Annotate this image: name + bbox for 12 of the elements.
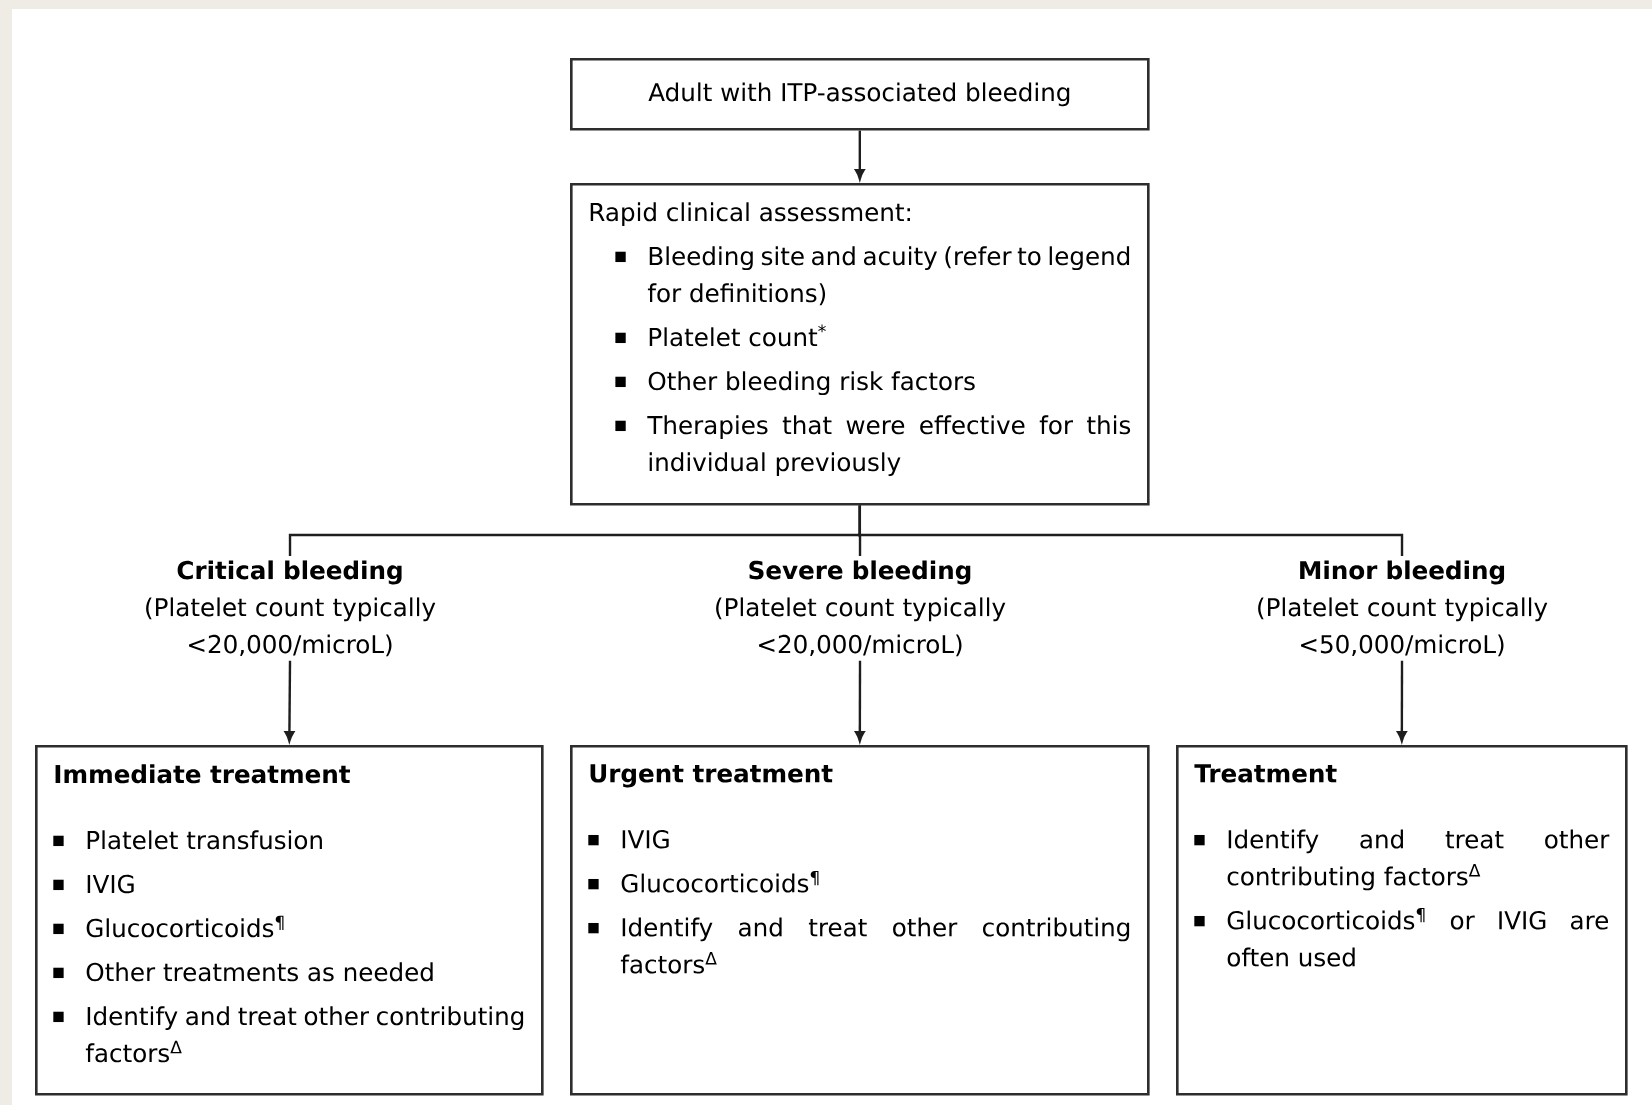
process-box: Immediate treatment Platelet transfusion IVIG Glucocorticoids$^{¶}$ Other treatments as needed Identify and treat other contributing factors$^{Δ}$ [35,745,544,1096]
arrow [1396,660,1407,742]
start-box: Adult with ITP-associated bleeding [570,58,1150,131]
category-label: Severe bleeding (Platelet count typically <20,000/microL) [716,560,1006,657]
arrow [284,660,295,742]
category-label: Minor bleeding (Platelet count typically <50,000/microL) [1258,560,1548,657]
process-box: Treatment Identify and treat other contributing factors$^{Δ}$ Glucocorticoids$^{¶}$ or IVIG are often used [1176,745,1628,1096]
process-box: Urgent treatment IVIG Glucocorticoids$^{¶}$ Identify and treat other contributing factors$^{Δ}$ [570,745,1150,1096]
process-box: Rapid clinical assessment: Bleeding site and acuity (refer to legend for definitions) Platelet count$^{*}$ Other bleeding risk factors Therapies that were effective for this individual previously [570,183,1150,506]
arrow [854,660,865,742]
category-label: Critical bleeding (Platelet count typically <20,000/microL) [146,560,436,657]
arrow [854,130,865,180]
